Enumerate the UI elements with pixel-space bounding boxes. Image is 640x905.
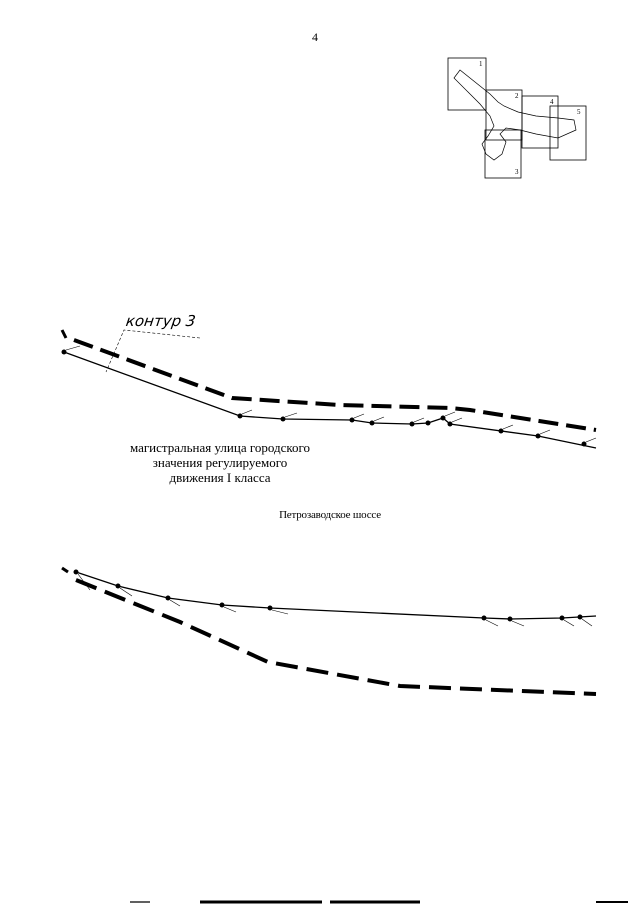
contour-label: контур 3 xyxy=(124,312,197,330)
sheet-frame-1 xyxy=(447,57,487,111)
territory-outline xyxy=(453,69,577,161)
contour-boundary-upper xyxy=(73,338,597,432)
street-classification-line: движения I класса xyxy=(169,470,271,485)
dashed-contour-start xyxy=(60,329,68,339)
contour-boundary-lower xyxy=(75,578,597,696)
sheet-number-5: 5 xyxy=(577,108,581,116)
sheet-index-map: 1 2 3 4 5 xyxy=(447,57,587,179)
sheet-number-1: 1 xyxy=(479,60,483,68)
contour-leader xyxy=(105,329,201,373)
red-line-lower xyxy=(75,571,597,620)
street-classification: магистральная улица городского значения … xyxy=(100,440,340,485)
point-ticks-upper xyxy=(65,345,597,443)
sheet-frame-3 xyxy=(484,129,522,179)
street-classification-line: значения регулируемого xyxy=(152,455,288,470)
dashed-contour-lower-start xyxy=(61,566,69,574)
survey-points-lower xyxy=(73,569,583,622)
sheet-frame-5 xyxy=(549,105,587,161)
street-classification-line: магистральная улица городского xyxy=(129,440,311,455)
street-name: Петрозаводское шоссе xyxy=(279,509,381,521)
point-ticks-lower xyxy=(77,573,593,627)
sheet-frame-4 xyxy=(521,95,559,149)
page-number: 4 xyxy=(312,30,318,44)
survey-points-upper xyxy=(61,349,587,447)
sheet-number-4: 4 xyxy=(550,98,554,106)
sheet-number-3: 3 xyxy=(515,168,519,176)
sheet-number-2: 2 xyxy=(515,92,519,100)
